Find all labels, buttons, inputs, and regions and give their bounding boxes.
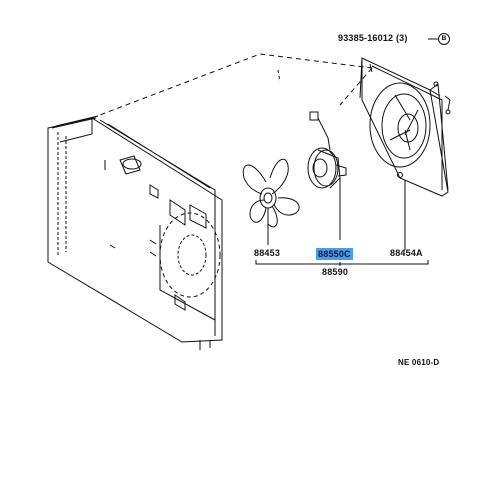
- screw-part-number: 93385-16012 (3): [338, 33, 408, 43]
- fan-blade-drawing: [243, 159, 299, 245]
- screw-leader: [92, 54, 372, 118]
- assembly-part-number: 88590: [322, 267, 349, 277]
- shroud-drawing: [360, 58, 450, 196]
- motor-part-number-highlighted[interactable]: 88550C: [316, 248, 353, 260]
- radiator-drawing: [48, 116, 222, 350]
- reference-b-badge: B: [438, 33, 450, 45]
- motor-drawing: [308, 112, 346, 240]
- assembly-bracket: [256, 260, 428, 264]
- shroud-part-number: 88454A: [390, 248, 423, 258]
- fan-blade-part-number: 88453: [254, 248, 281, 258]
- diagram-code: NE 0610-D: [398, 358, 440, 367]
